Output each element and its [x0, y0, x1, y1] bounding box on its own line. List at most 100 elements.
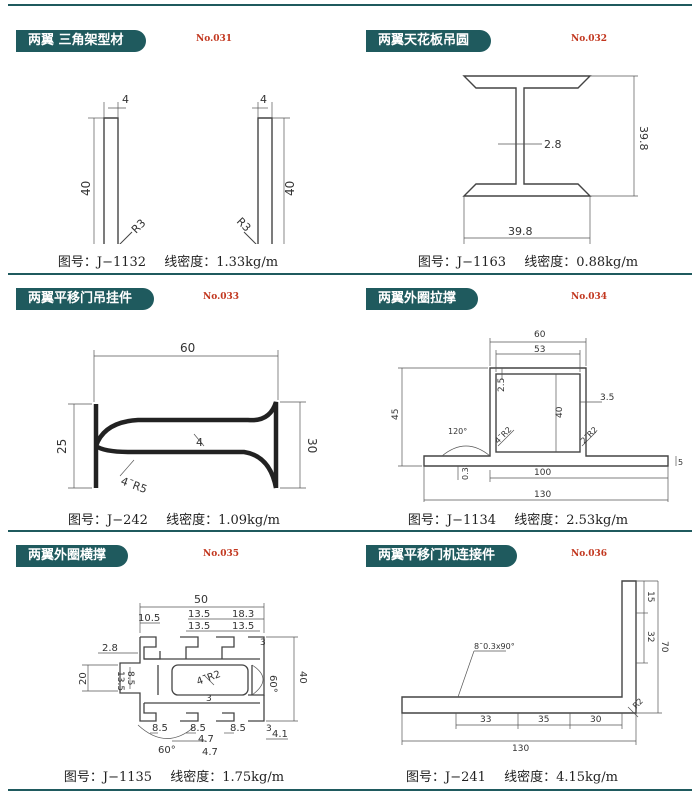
profile-title: 两翼外圈横撑	[16, 545, 129, 567]
dim-width: 50	[194, 593, 208, 606]
profile-caption: 图号：J−242 线密度：1.09kg/m	[4, 509, 344, 528]
profile-card-035: 两翼外圈横撑 No.035	[8, 535, 348, 791]
dim-width: 60	[180, 341, 195, 355]
line-density: 线密度：0.88kg/m	[524, 255, 639, 270]
profile-card-036: 两翼平移门机连接件 No.036 8¯0.3x90° 15 32 70 33 3…	[358, 535, 698, 791]
dim-width: 39.8	[508, 225, 533, 238]
dim-33: 33	[480, 715, 491, 725]
dim-b4-7a: 4.7	[198, 734, 214, 745]
dim-total: 130	[534, 490, 551, 500]
dim-h8-5: 8.5	[125, 671, 135, 685]
profile-number: No.035	[203, 549, 239, 559]
dim-col-c: 13.5	[188, 621, 210, 632]
dim-top-left: 4	[122, 93, 129, 106]
dim-radius-right: 2¯R2	[579, 425, 599, 445]
profile-drawing-032: 2.8 39.8 39.8	[462, 75, 650, 244]
dim-col-d: 13.5	[232, 621, 254, 632]
dim-web: 2.8	[544, 138, 562, 151]
drawing-code: 图号：J−1163	[417, 255, 507, 270]
dim-box-height: 40	[555, 406, 565, 418]
line-density: 线密度：4.15kg/m	[504, 770, 618, 785]
dim-top-right-a: 18.3	[232, 609, 254, 620]
dim-32: 32	[645, 631, 655, 642]
row-divider-2	[8, 530, 692, 532]
dim-35: 35	[538, 715, 549, 725]
profile-caption: 图号：J−1135 线密度：1.75kg/m	[4, 766, 344, 785]
profile-title: 两翼平移门机连接件	[366, 545, 518, 567]
profile-title: 两翼外圈拉撑	[366, 288, 479, 310]
dim-h20: 20	[78, 672, 89, 685]
dim-left-height: 45	[391, 409, 401, 420]
dim-base-span: 100	[534, 468, 551, 478]
dim-height-left: 40	[79, 181, 93, 196]
dim-wall: 2.5	[497, 378, 507, 392]
drawing-code: 图号：J−1135	[63, 770, 153, 785]
dim-height: 39.8	[637, 126, 650, 151]
dim-b4-1: 4.1	[272, 729, 288, 740]
dim-left-height: 25	[55, 439, 69, 454]
profile-title: 两翼 三角架型材	[16, 30, 146, 52]
dim-d3a: 3	[260, 638, 266, 648]
dim-h13-5: 13.5	[115, 671, 125, 691]
dim-h40: 40	[297, 671, 308, 684]
profile-card-031: 两翼 三角架型材 No.031 4 4 40 40 R3 R3 50 图号：J−…	[8, 20, 348, 276]
profile-caption: 图号：J−1163 线密度：0.88kg/m	[358, 251, 698, 270]
dim-radius: 4¯R5	[119, 475, 149, 496]
line-density: 线密度：2.53kg/m	[514, 513, 629, 528]
line-density: 线密度：1.09kg/m	[166, 513, 280, 528]
drawing-code: 图号：J−242	[68, 513, 148, 528]
profile-number: No.033	[203, 292, 239, 302]
profile-number: No.031	[196, 34, 232, 44]
top-rule	[8, 4, 692, 6]
dim-inner-width: 53	[534, 345, 545, 355]
profile-number: No.032	[571, 34, 607, 44]
profile-caption: 图号：J−1132 线密度：1.33kg/m	[0, 251, 338, 270]
dim-right-height: 30	[305, 438, 319, 453]
dim-top-right: 4	[260, 93, 267, 106]
dim-col-a: 10.5	[138, 613, 160, 624]
dim-30: 30	[590, 715, 602, 725]
bottom-rule	[8, 789, 692, 791]
profile-caption: 图号：J−1134 线密度：2.53kg/m	[348, 509, 688, 528]
dim-b8-5b: 8.5	[190, 723, 206, 734]
dim-radius-left: R3	[129, 217, 149, 237]
profile-card-034: 两翼外圈拉撑 No.034 60 53 2.5 40	[358, 278, 698, 534]
profile-number: No.034	[571, 292, 607, 302]
dim-end: 5	[678, 458, 683, 467]
dim-angle-right: 60°	[267, 675, 278, 693]
dim-15: 15	[645, 591, 655, 602]
profile-caption: 图号：J−241 线密度：4.15kg/m	[342, 766, 682, 785]
dim-col-b: 13.5	[188, 609, 210, 620]
dim-radius: 4¯R2	[195, 669, 222, 688]
dim-d3b: 3	[206, 694, 212, 704]
dim-thickness: 0.3	[461, 467, 470, 480]
dim-radius: R2	[631, 697, 645, 711]
dim-total: 130	[512, 744, 529, 754]
drawing-code: 图号：J−241	[406, 770, 486, 785]
dim-right-wall: 3.5	[600, 393, 614, 403]
line-density: 线密度：1.33kg/m	[164, 255, 279, 270]
drawing-code: 图号：J−1134	[407, 513, 497, 528]
row-divider-1	[8, 273, 692, 275]
dim-radius-right: R3	[234, 215, 254, 235]
dim-note: 8¯0.3x90°	[474, 642, 515, 651]
profile-card-033: 两翼平移门吊挂件 No.033 60 25 30 4 4¯R5 图号：J−242…	[8, 278, 348, 534]
dim-angle-bottom: 60°	[158, 745, 176, 756]
profile-title: 两翼天花板吊圆	[366, 30, 492, 52]
dim-70: 70	[659, 641, 669, 653]
line-density: 线密度：1.75kg/m	[170, 770, 285, 785]
dim-b8-5c: 8.5	[230, 723, 246, 734]
drawing-code: 图号：J−1132	[57, 255, 147, 270]
profile-drawing-033: 60 25 30 4 4¯R5	[55, 341, 319, 496]
profile-drawing-034: 60 53 2.5 40 3.5 45 120° 4¯R2 2¯R2 0.3 1…	[391, 330, 683, 502]
dim-web: 4	[196, 436, 203, 449]
dim-b8-5a: 8.5	[152, 723, 168, 734]
profile-card-032: 两翼天花板吊圆 No.032 2.8 39.8 39.8 图号：J−1163 线…	[358, 20, 698, 276]
dim-height-right: 40	[283, 181, 297, 196]
dim-d3c: 3	[266, 724, 272, 734]
profile-title: 两翼平移门吊挂件	[16, 288, 155, 310]
dim-outer-width: 60	[534, 330, 546, 340]
dim-angle: 120°	[448, 427, 467, 436]
profile-number: No.036	[571, 549, 607, 559]
dim-left-gap: 2.8	[102, 643, 118, 654]
